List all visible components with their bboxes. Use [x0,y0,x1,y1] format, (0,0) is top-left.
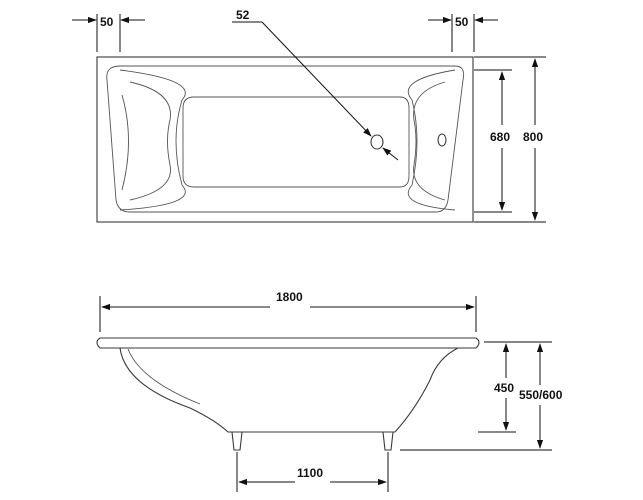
left-rim-width-label: 50 [100,15,114,29]
leg-spacing-label: 1100 [297,466,323,480]
top-view: 50 50 52 680 800 [72,8,546,223]
drain-leader-line [261,21,372,137]
tub-basin-floor [182,96,410,188]
tub-side-body-inner [127,348,201,405]
tub-left-curve-outer [119,69,186,211]
tub-depth-label: 450 [494,381,514,395]
overflow-hole [437,133,447,147]
drain-diameter-label: 52 [236,8,250,22]
overall-length-label: 1800 [276,290,303,304]
inner-width-label: 680 [490,130,510,144]
tub-basin-outline [106,65,465,213]
tub-outer-rim [96,56,474,223]
tub-right-curve-inner [413,81,446,201]
outer-width-label: 800 [523,130,543,144]
right-rim-width-label: 50 [455,15,469,29]
right-foot [382,431,394,451]
tub-side-rim [96,337,480,349]
left-foot [231,431,243,451]
side-view: 1800 1100 450 550/600 [96,290,563,492]
tub-right-curve-outer [407,69,456,211]
tub-side-body [119,347,459,433]
drain-leader-arrow-in [382,147,399,161]
tub-left-curve-inner [129,81,171,201]
drain-hole [370,134,384,150]
total-height-label: 550/600 [519,388,563,402]
tub-left-curve-mid [121,94,129,191]
